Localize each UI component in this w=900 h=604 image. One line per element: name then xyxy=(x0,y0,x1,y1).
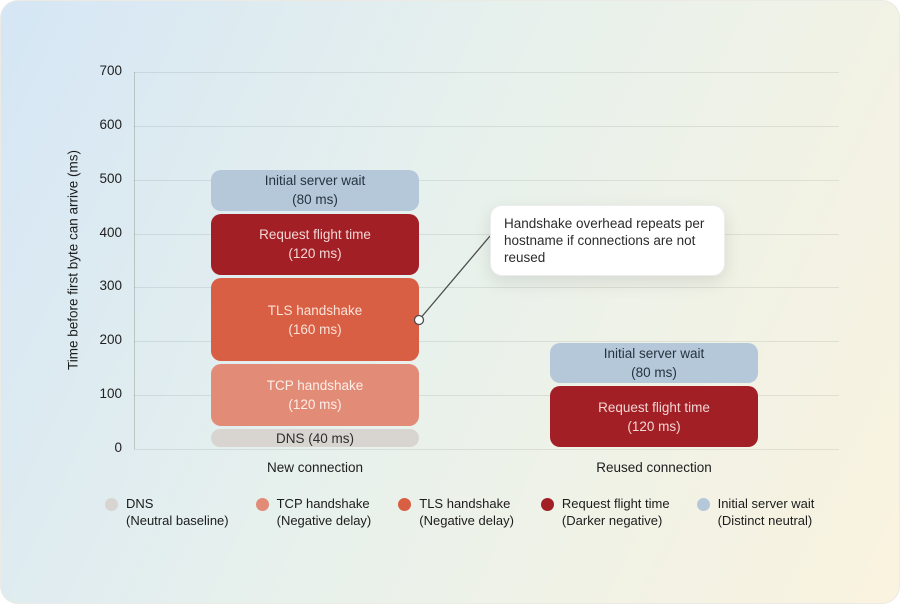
legend-text: TCP handshake (Negative delay) xyxy=(277,495,372,529)
gridline-700 xyxy=(134,72,839,73)
bar-segment-label: (160 ms) xyxy=(288,321,342,337)
y-tick-label: 0 xyxy=(114,440,122,455)
bar-segment-label: Request flight time xyxy=(259,227,371,243)
legend-dot-tcp-handshake xyxy=(255,498,269,511)
bar-segment-initial-server-wait: Initial server wait (80 ms) xyxy=(211,170,419,211)
bar-segment-label: (120 ms) xyxy=(288,246,342,262)
bar-segment-dns: DNS (40 ms) xyxy=(211,428,419,448)
y-tick-label: 200 xyxy=(99,332,122,348)
bar-segment-label: (80 ms) xyxy=(292,192,338,208)
y-tick-label: 600 xyxy=(99,116,122,132)
legend-item-dns: DNS (Neutral baseline) xyxy=(105,495,229,529)
bar-segment-label: DNS (40 ms) xyxy=(275,430,354,446)
legend-dot-initial-server-wait xyxy=(696,498,710,511)
legend-item-tcp-handshake: TCP handshake (Negative delay) xyxy=(255,495,372,529)
legend-text: DNS (Neutral baseline) xyxy=(126,495,229,529)
bar-segment-label: TLS handshake xyxy=(267,302,363,318)
legend-dot-dns xyxy=(105,498,118,511)
bar-segment-label: Initial server wait xyxy=(603,345,705,361)
legend-sublabel: (Neutral baseline) xyxy=(126,513,229,529)
bar-segment-label: TCP handshake xyxy=(266,377,364,393)
legend-sublabel: (Negative delay) xyxy=(419,513,514,529)
bar-segment-label: Request flight time xyxy=(598,399,710,415)
gridline-100 xyxy=(134,395,839,397)
gridline-0 xyxy=(134,449,839,450)
bar-segment-label: (120 ms) xyxy=(288,397,342,413)
bar-segment-request-flight-time: Request flight time (120 ms) xyxy=(550,385,758,448)
bar-segment-label: Initial server wait xyxy=(264,173,366,189)
legend-item-initial-server-wait: Initial server wait (Distinct neutral) xyxy=(696,495,815,529)
legend-item-request-flight-time: Request flight time (Darker negative) xyxy=(540,495,670,529)
gridline-200 xyxy=(134,341,839,343)
y-tick-label: 500 xyxy=(99,170,122,186)
y-tick-label: 100 xyxy=(99,386,122,402)
y-tick-label: 300 xyxy=(99,278,122,294)
bar-segment-initial-server-wait: Initial server wait (80 ms) xyxy=(550,342,758,383)
pointer-line xyxy=(418,235,491,321)
legend-sublabel: (Negative delay) xyxy=(276,513,372,529)
annotation-callout: Handshake overhead repeats per hostname … xyxy=(490,205,725,277)
legend-label: Request flight time xyxy=(561,496,670,511)
legend-sublabel: (Distinct neutral) xyxy=(717,513,813,529)
chart-legend: DNS (Neutral baseline) TCP handshake (Negat… xyxy=(105,495,814,529)
legend-dot-request-flight-time xyxy=(540,498,554,511)
bar-segment-label: (120 ms) xyxy=(627,418,681,434)
bar-segment-tls-handshake: TLS handshake (160 ms) xyxy=(211,278,419,362)
legend-item-tls-handshake: TLS handshake (Negative delay) xyxy=(398,495,514,529)
gridline-500 xyxy=(134,179,839,181)
legend-text: Initial server wait (Distinct neutral) xyxy=(718,495,815,529)
bar-segment-label: (80 ms) xyxy=(631,364,677,380)
legend-text: Request flight time (Darker negative) xyxy=(562,495,670,529)
legend-label: Initial server wait xyxy=(717,496,815,511)
legend-text: TLS handshake (Negative delay) xyxy=(419,495,514,529)
annotation-text: Handshake overhead repeats per hostname … xyxy=(504,216,705,266)
legend-sublabel: (Darker negative) xyxy=(561,513,663,529)
legend-dot-tls-handshake xyxy=(398,498,412,511)
y-tick-label: 400 xyxy=(99,224,122,240)
x-axis-label-new-connection: New connection xyxy=(266,460,364,475)
bar-segment-request-flight-time: Request flight time (120 ms) xyxy=(211,213,419,276)
gridline-600 xyxy=(134,125,839,127)
x-axis-label-reused-connection: Reused connection xyxy=(596,460,712,475)
gridline-400 xyxy=(134,233,839,235)
y-axis-line xyxy=(134,72,135,449)
y-tick-label: 700 xyxy=(99,63,122,78)
legend-label: DNS xyxy=(126,496,154,511)
legend-label: TLS handshake xyxy=(419,496,511,511)
bar-segment-tcp-handshake: TCP handshake (120 ms) xyxy=(211,364,419,426)
legend-label: TCP handshake xyxy=(276,496,370,511)
